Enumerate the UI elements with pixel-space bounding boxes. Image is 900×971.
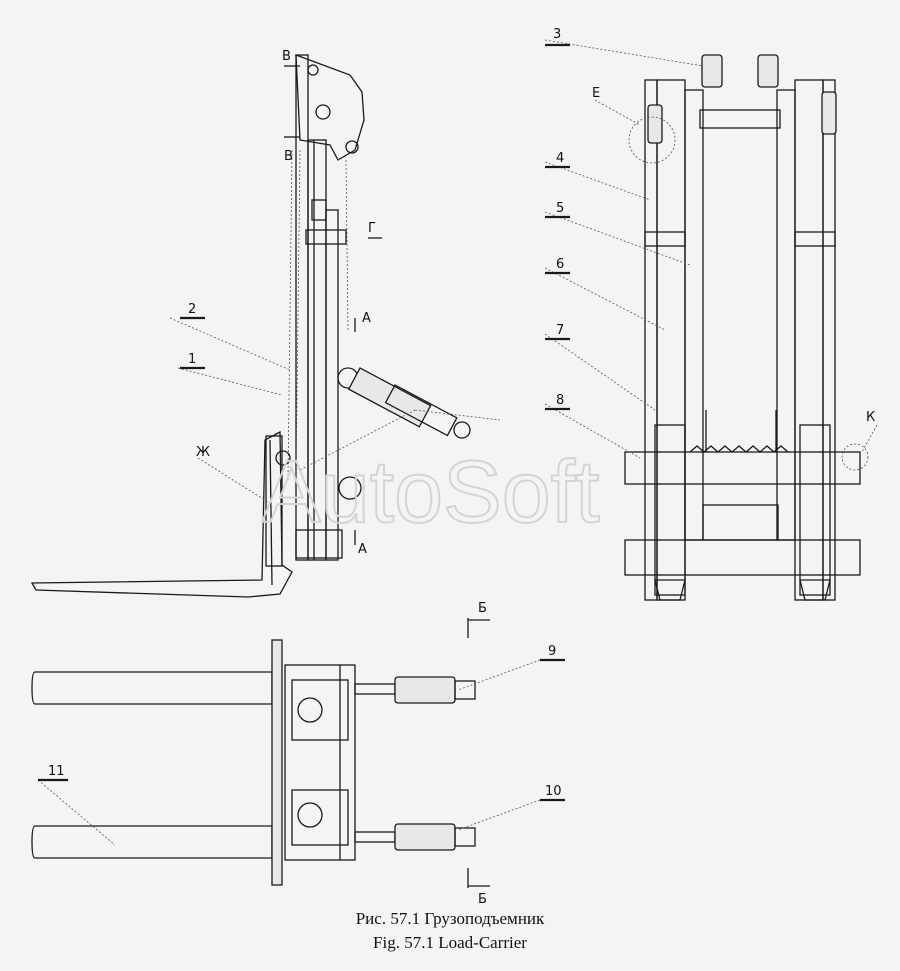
callout-11: 11	[48, 764, 65, 779]
section-mark-a-top: А	[362, 311, 371, 326]
callout-2: 2	[188, 302, 196, 317]
watermark: AutoSoft	[262, 442, 600, 541]
detail-mark-k: К	[866, 410, 875, 425]
section-mark-b-top: Б	[478, 601, 487, 616]
callout-1: 1	[188, 352, 196, 367]
section-mark-b-bottom: Б	[478, 892, 487, 907]
callout-4: 4	[556, 151, 564, 166]
callout-6: 6	[556, 257, 564, 272]
callout-7: 7	[556, 323, 564, 338]
callout-8: 8	[556, 393, 564, 408]
callout-5: 5	[556, 201, 564, 216]
front-view	[624, 54, 869, 601]
callout-10: 10	[545, 784, 562, 799]
section-mark-v-top: В	[282, 49, 291, 64]
section-mark-g: Г	[368, 221, 376, 236]
section-mark-v-bottom: В	[284, 149, 293, 164]
detail-mark-e: Е	[592, 86, 600, 101]
callout-3: 3	[553, 27, 561, 42]
section-mark-a-bottom: А	[358, 542, 367, 557]
caption-en: Fig. 57.1 Load-Carrier	[373, 933, 527, 952]
top-view	[31, 618, 490, 888]
section-mark-zh: Ж	[196, 445, 210, 460]
side-view	[30, 54, 501, 598]
leader-lines	[37, 39, 878, 846]
callout-9: 9	[548, 644, 556, 659]
caption-ru: Рис. 57.1 Грузоподъемник	[356, 909, 545, 928]
